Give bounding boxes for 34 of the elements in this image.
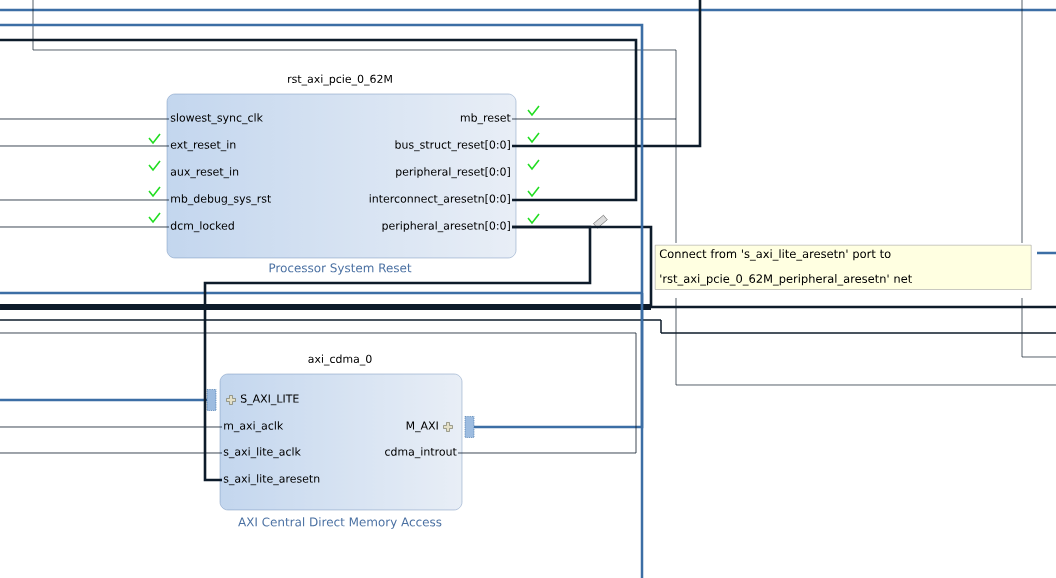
port-label: aux_reset_in — [170, 167, 239, 179]
wire — [0, 452, 223, 454]
port-label: bus_struct_reset[0:0] — [395, 140, 510, 152]
port-label: s_axi_lite_aclk — [223, 447, 301, 459]
port-label: interconnect_aresetn[0:0] — [369, 194, 510, 206]
port-label: m_axi_aclk — [224, 421, 284, 433]
block-subtitle: Processor System Reset — [269, 263, 412, 275]
port-label: slowest_sync_clk — [170, 113, 263, 125]
wire — [0, 118, 170, 120]
wire — [0, 332, 637, 454]
port-label: cdma_introut — [385, 447, 457, 459]
block-subtitle: AXI Central Direct Memory Access — [238, 517, 442, 529]
tooltip: Connect from 's_axi_lite_aresetn' port to 'rst_axi_pcie_0_62M_peripheral_aresetn' net — [655, 245, 1032, 290]
block-title: rst_axi_pcie_0_62M — [288, 74, 392, 86]
wire — [0, 398, 207, 402]
wire — [0, 23, 644, 429]
port-label: peripheral_aresetn[0:0] — [382, 221, 510, 233]
wire — [0, 426, 223, 428]
wire — [0, 145, 170, 147]
wire — [0, 199, 170, 201]
port-label: ext_reset_in — [170, 140, 236, 152]
wire — [0, 38, 638, 202]
port-label: dcm_locked — [170, 221, 234, 233]
wire — [203, 225, 592, 482]
block-title: axi_cdma_0 — [308, 354, 372, 366]
port-label: mb_reset — [460, 113, 511, 125]
wire — [511, 118, 677, 120]
wire — [512, 0, 702, 148]
port-label: M_AXI — [406, 421, 438, 433]
wire — [0, 226, 170, 228]
port-label: s_axi_lite_aresetn — [223, 474, 320, 486]
port-label: peripheral_reset[0:0] — [396, 167, 510, 179]
port-label: mb_debug_sys_rst — [171, 194, 271, 206]
port-label: S_AXI_LITE — [240, 394, 299, 406]
